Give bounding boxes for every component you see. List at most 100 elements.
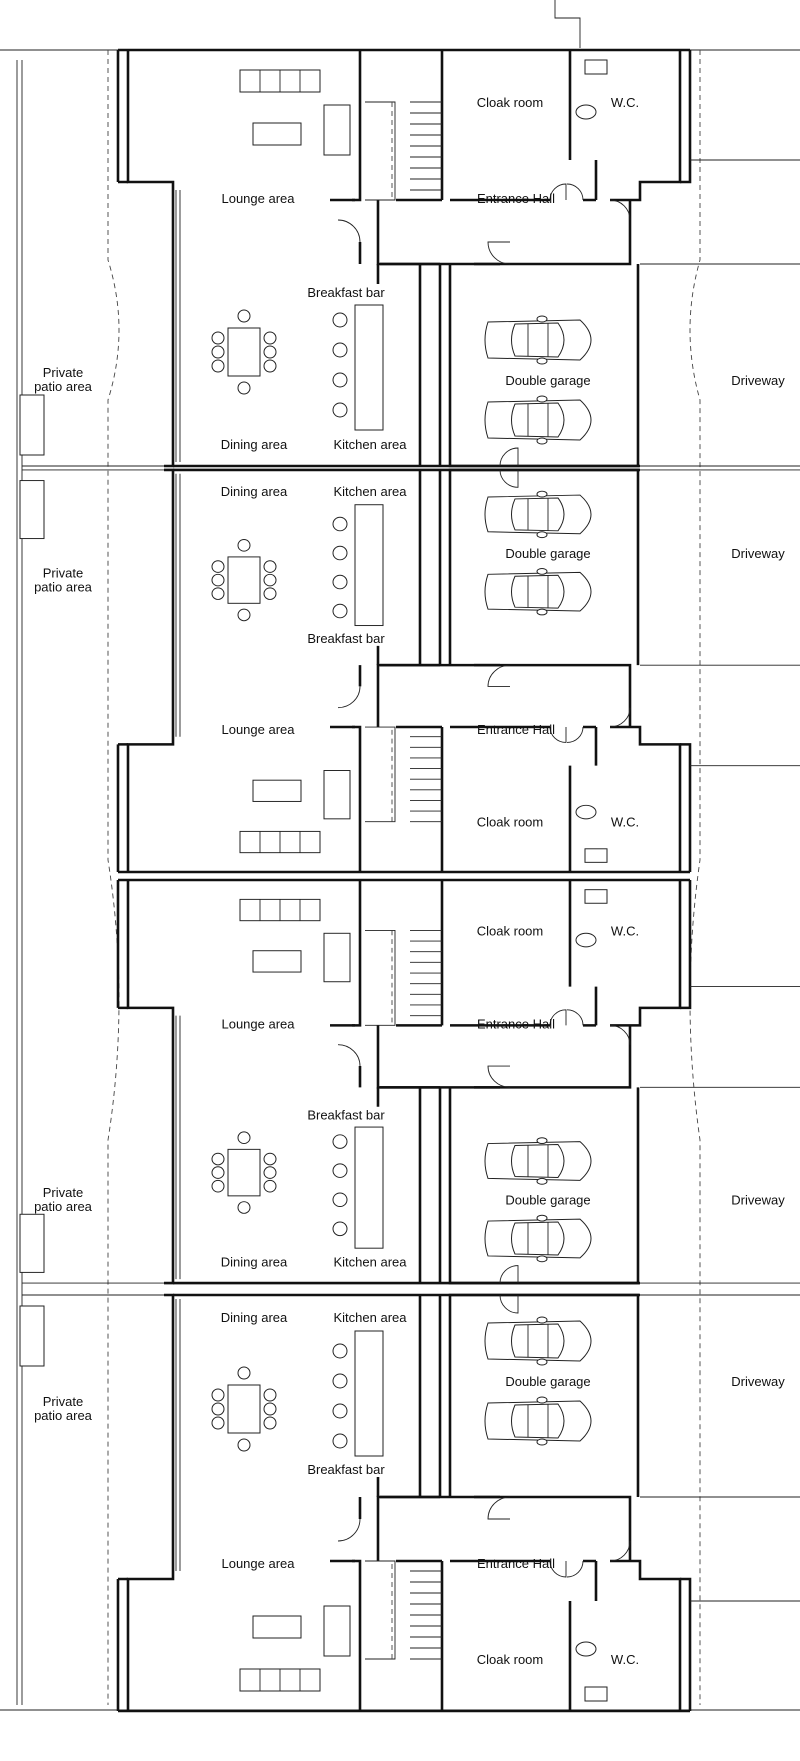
stool [332, 545, 348, 561]
chair [211, 587, 225, 600]
stool [332, 342, 348, 358]
label-lounge-area: Lounge area [221, 1556, 295, 1571]
chair [263, 359, 277, 373]
unit-walls [19, 48, 800, 468]
chair [263, 345, 277, 359]
coffee-table [252, 779, 302, 802]
chair [263, 560, 277, 573]
armchair [323, 932, 351, 983]
label-wc: W.C. [611, 923, 639, 938]
dining-table [227, 327, 261, 377]
label-driveway: Driveway [731, 1374, 785, 1389]
stool [332, 1134, 348, 1149]
breakfast-counter [354, 1126, 384, 1249]
label-cloak-room: Cloak room [477, 1652, 543, 1667]
chair [263, 331, 277, 345]
chair [237, 381, 251, 395]
label-driveway: Driveway [731, 373, 785, 388]
label-kitchen-area: Kitchen area [334, 1255, 408, 1270]
breakfast-counter [354, 1330, 384, 1457]
gate-post [19, 1305, 45, 1367]
unit-walls [19, 1293, 800, 1713]
coffee-table [252, 1615, 302, 1639]
stool [332, 372, 348, 388]
chair [237, 608, 251, 622]
wc-cistern [584, 848, 608, 863]
breakfast-counter [354, 504, 384, 627]
chair [211, 1152, 225, 1166]
stool [332, 1373, 348, 1389]
wc-basin [575, 104, 597, 120]
label-entrance-hall: Entrance Hall [477, 1556, 555, 1571]
label-entrance-hall: Entrance Hall [477, 1016, 555, 1031]
wc-cistern [584, 1686, 608, 1702]
wc-basin [575, 932, 597, 948]
wc-cistern [584, 889, 608, 904]
chair [263, 1166, 277, 1179]
label-dining-area: Dining area [221, 1310, 288, 1325]
chair [237, 1201, 251, 1214]
label-cloak-room: Cloak room [477, 95, 543, 110]
unit-walls [19, 878, 800, 1285]
label-kitchen-area: Kitchen area [334, 437, 408, 452]
stool [332, 1221, 348, 1237]
stool [332, 1163, 348, 1178]
chair [237, 1131, 251, 1145]
wc-basin [575, 804, 597, 820]
coffee-table [252, 122, 302, 146]
stool [332, 603, 348, 619]
chair [237, 1366, 251, 1380]
armchair [323, 1605, 351, 1657]
label-cloak-room: Cloak room [477, 815, 543, 830]
chair [237, 539, 251, 552]
gate-post [19, 1213, 45, 1273]
armchair [323, 104, 351, 156]
gate-post [19, 480, 45, 540]
chair [211, 345, 225, 359]
car-1 [484, 315, 592, 365]
label-double-garage: Double garage [505, 1193, 590, 1208]
label-wc: W.C. [611, 1652, 639, 1667]
label-driveway: Driveway [731, 1193, 785, 1208]
stool [332, 574, 348, 590]
stool [332, 516, 348, 532]
wc-cistern [584, 59, 608, 75]
chair [263, 1402, 277, 1416]
chair [211, 573, 225, 587]
chair [263, 1416, 277, 1430]
label-wc: W.C. [611, 815, 639, 830]
chair [263, 1179, 277, 1193]
car-1 [484, 568, 592, 616]
armchair [323, 770, 351, 820]
car-1 [484, 1396, 592, 1446]
label-kitchen-area: Kitchen area [334, 1310, 408, 1325]
chair [211, 1416, 225, 1430]
coffee-table [252, 950, 302, 973]
label-dining-area: Dining area [221, 484, 288, 499]
car-2 [484, 1316, 592, 1366]
label-breakfast-bar: Breakfast bar [307, 1462, 385, 1477]
label-cloak-room: Cloak room [477, 923, 543, 938]
label-kitchen-area: Kitchen area [334, 484, 408, 499]
unit-labels: Cloak room W.C. Entrance Hall Lounge area Br… [34, 1310, 785, 1667]
chair [237, 309, 251, 323]
label-driveway: Driveway [731, 546, 785, 561]
stool [332, 402, 348, 418]
dining-table [227, 556, 261, 604]
wc-basin [575, 1641, 597, 1657]
chair [211, 560, 225, 573]
roof-line-east [689, 50, 701, 1705]
stool [332, 1192, 348, 1208]
stool [332, 1343, 348, 1359]
label-double-garage: Double garage [505, 546, 590, 561]
service-line [554, 0, 581, 48]
label-dining-area: Dining area [221, 1255, 288, 1270]
chair [211, 1179, 225, 1193]
label-lounge-area: Lounge area [221, 722, 295, 737]
